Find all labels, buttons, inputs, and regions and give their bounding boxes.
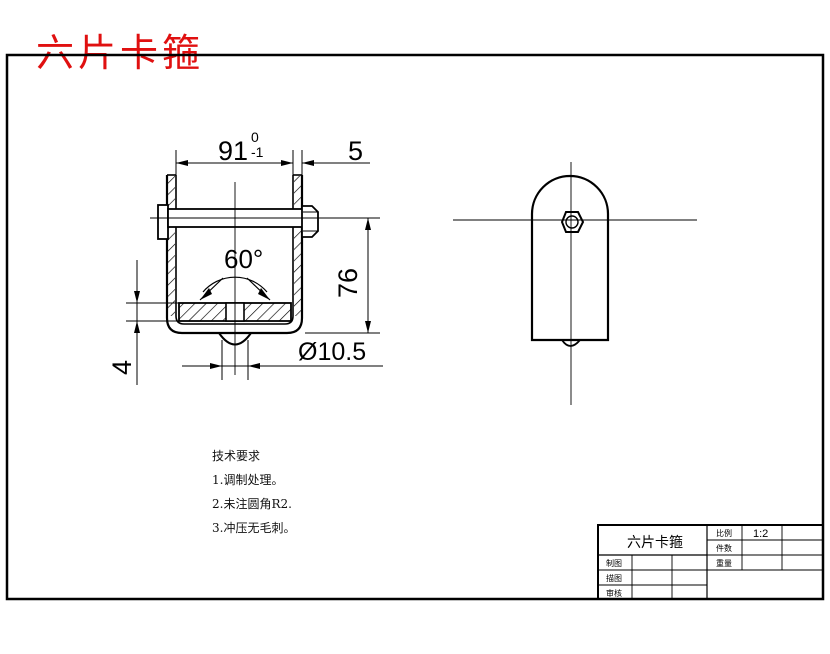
drawing-title: 六片卡箍 [36,31,205,75]
title-block-part-name: 六片卡箍 [627,534,683,551]
title-block-scale-label: 比例 [716,528,732,538]
tech-item: 1.调制处理。 [212,473,284,487]
drawing-frame [5,53,825,601]
dim-width-main: 91 [218,136,248,166]
title-block-weight-label: 重量 [716,558,732,568]
tech-heading: 技术要求 [212,449,261,463]
title-block-checked-label: 审核 [606,588,622,598]
title-block [597,524,824,600]
dim-tol-lower: -1 [251,144,264,160]
dimension-lines [126,150,383,385]
title-block-drawn-label: 制图 [606,558,622,568]
dim-thickness: 4 [107,360,137,375]
tech-requirements: 技术要求 1.调制处理。 2.未注圆角R2. 3.冲压无毛刺。 [212,444,295,540]
title-block-count-label: 件数 [716,543,732,553]
title-block-scale-value: 1:2 [753,528,768,540]
tech-item: 3.冲压无毛刺。 [212,521,296,535]
dim-diameter: Ø10.5 [298,338,366,366]
dim-angle: 60° [224,244,263,274]
tech-item: 2.未注圆角R2. [212,497,292,511]
dim-height: 76 [333,268,363,298]
side-view [453,162,697,405]
dim-width-side: 5 [348,136,363,166]
front-view [150,174,380,375]
title-block-traced-label: 描图 [606,573,622,583]
dim-tol-upper: 0 [251,129,259,145]
